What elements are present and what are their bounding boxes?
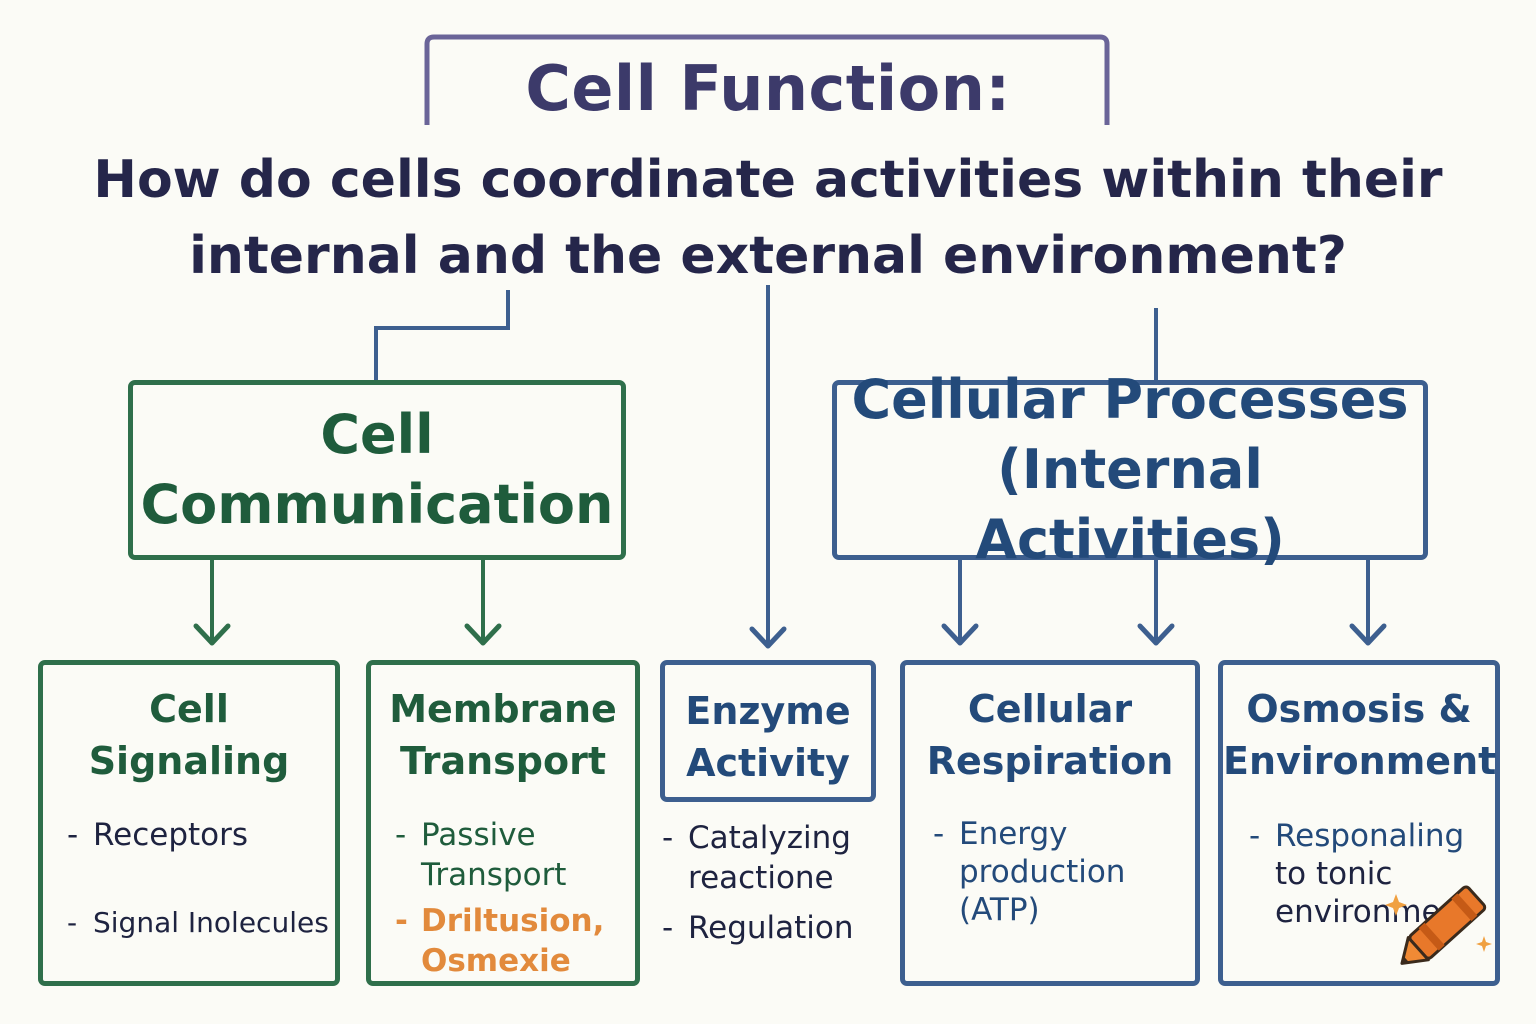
guiding-question: How do cells coordinate activities withi… bbox=[60, 142, 1476, 294]
enzyme-title-2: Activity bbox=[686, 741, 850, 785]
arrowhead-enzyme bbox=[749, 626, 787, 649]
osmosis-title-2: Environment bbox=[1223, 739, 1497, 783]
sparkle-icon bbox=[1476, 936, 1492, 952]
arrowhead-transport bbox=[464, 623, 502, 646]
title-bracket bbox=[424, 34, 1110, 125]
connector-to-communication bbox=[374, 290, 510, 380]
bullet-catalyzing: - Catalyzing reactione bbox=[662, 820, 851, 896]
bullet-responding-tonic: - Responaling to tonic environme bbox=[1249, 818, 1465, 930]
arrowhead-signaling bbox=[193, 623, 231, 646]
respiration-title-1: Cellular bbox=[967, 687, 1133, 731]
transport-title-1: Membrane bbox=[389, 687, 617, 731]
question-line-2: internal and the external environment? bbox=[189, 226, 1347, 286]
bullet-passive-transport: - Passive Transport bbox=[395, 817, 567, 893]
osmosis-environment-box: Osmosis & Environment - Responaling to t… bbox=[1218, 660, 1500, 986]
cell-communication-box: Cell Communication bbox=[128, 380, 626, 560]
cell-signaling-box: Cell Signaling - Receptors - Signal Inol… bbox=[38, 660, 340, 986]
arrowhead-respiration-left bbox=[941, 623, 979, 646]
signaling-title-1: Cell bbox=[149, 687, 229, 731]
transport-title-2: Transport bbox=[399, 739, 606, 783]
communication-line-2: Communication bbox=[140, 473, 614, 536]
membrane-transport-box: Membrane Transport - Passive Transport -… bbox=[366, 660, 640, 986]
osmosis-title-1: Osmosis & bbox=[1246, 687, 1472, 731]
sparkle-icon bbox=[1385, 894, 1407, 916]
cellular-processes-box: Cellular Processes (Internal Activities) bbox=[832, 368, 1428, 571]
arrowhead-respiration-right bbox=[1137, 623, 1175, 646]
processes-line-2: (Internal Activities) bbox=[975, 438, 1285, 571]
bullet-regulation: - Regulation bbox=[662, 910, 854, 946]
signaling-title-2: Signaling bbox=[88, 739, 290, 783]
diagram-title: Cell Function: bbox=[525, 52, 1011, 125]
bullet-signal-molecules: - Signal Inolecules bbox=[67, 906, 329, 939]
cellular-respiration-box: Cellular Respiration - Energy production… bbox=[900, 660, 1200, 986]
respiration-title-2: Respiration bbox=[926, 739, 1174, 783]
processes-line-1: Cellular Processes bbox=[851, 368, 1409, 431]
bullet-energy-production: - Energy production (ATP) bbox=[933, 816, 1126, 928]
enzyme-activity-box: Enzyme Activity bbox=[660, 660, 876, 802]
crayon-icon bbox=[1385, 885, 1492, 965]
bullet-receptors: - Receptors bbox=[67, 817, 249, 853]
question-line-1: How do cells coordinate activities withi… bbox=[93, 150, 1443, 210]
enzyme-bullets: - Catalyzing reactione - Regulation bbox=[662, 818, 854, 948]
communication-line-1: Cell bbox=[320, 403, 434, 466]
arrowhead-osmosis bbox=[1349, 623, 1387, 646]
enzyme-title-1: Enzyme bbox=[685, 689, 851, 733]
bullet-diffusion-osmosis: - Driltusion, Osmexie bbox=[395, 903, 605, 979]
